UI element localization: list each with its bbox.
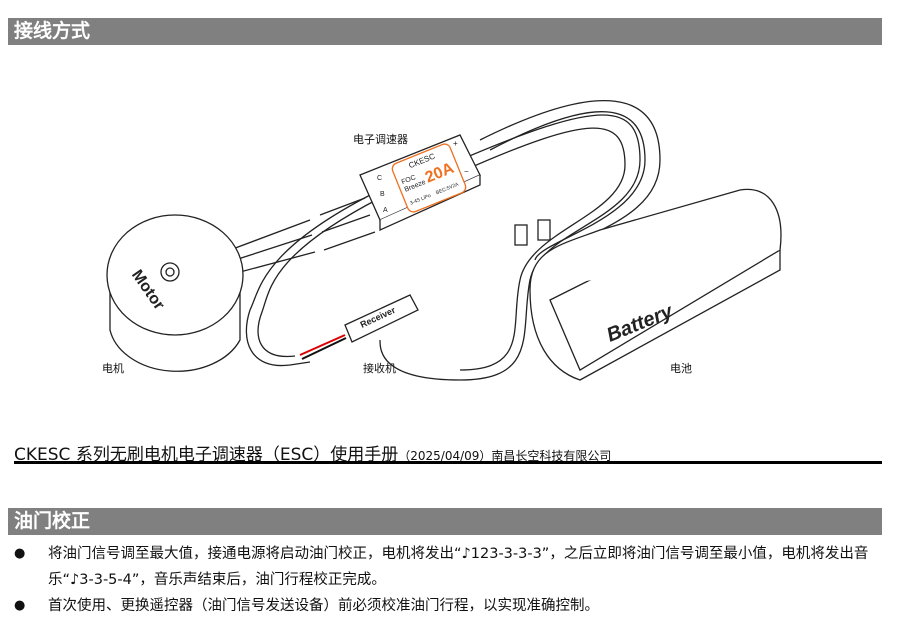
section-header-wiring: 接线方式: [8, 18, 882, 45]
manual-date: （2025/04/09）: [398, 449, 492, 463]
bullet-text: 首次使用、更换遥控器（油门信号发送设备）前必须校准油门行程，以实现准确控制。: [48, 598, 599, 614]
title-rule: [14, 461, 882, 464]
manual-title: CKESC 系列无刷电机电子调速器（ESC）使用手册: [14, 445, 399, 465]
esc-module: CKESC FOC Breeze 20A 3-4S LiPo BEC:5V2A …: [359, 134, 481, 232]
bullet-item: ● 将油门信号调至最大值，接通电源将启动油门校正，电机将发出“♪123-3-3-…: [14, 541, 884, 593]
battery-connector: [537, 219, 551, 241]
manual-title-line: CKESC 系列无刷电机电子调速器（ESC）使用手册（2025/04/09）南昌…: [14, 440, 611, 465]
pad-plus: +: [453, 139, 458, 148]
pad-minus: −: [464, 167, 469, 176]
receiver: Receiver: [299, 294, 419, 360]
pad-a: A: [383, 207, 388, 214]
section-header-throttle-calibration: 油门校正: [8, 508, 882, 535]
bullet-dot: ●: [14, 598, 26, 613]
bullet-text: 将油门信号调至最大值，接通电源将启动油门校正，电机将发出“♪123-3-3-3”…: [48, 546, 869, 588]
wiring-diagram: CKESC FOC Breeze 20A 3-4S LiPo BEC:5V2A …: [102, 100, 782, 381]
pad-b: B: [380, 191, 385, 198]
motor: Motor: [106, 214, 244, 372]
company-name: 南昌长空科技有限公司: [491, 449, 612, 463]
battery-label: 电池: [670, 362, 692, 375]
receiver-label: 接收机: [363, 361, 396, 375]
battery-connector: [514, 224, 528, 246]
motor-label: 电机: [102, 361, 124, 375]
pad-c: C: [377, 175, 382, 182]
bullet-item: ● 首次使用、更换遥控器（油门信号发送设备）前必须校准油门行程，以实现准确控制。: [14, 593, 884, 619]
battery: Battery: [529, 188, 782, 381]
esc-label: 电子调速器: [353, 133, 408, 146]
bullet-dot: ●: [14, 546, 26, 561]
